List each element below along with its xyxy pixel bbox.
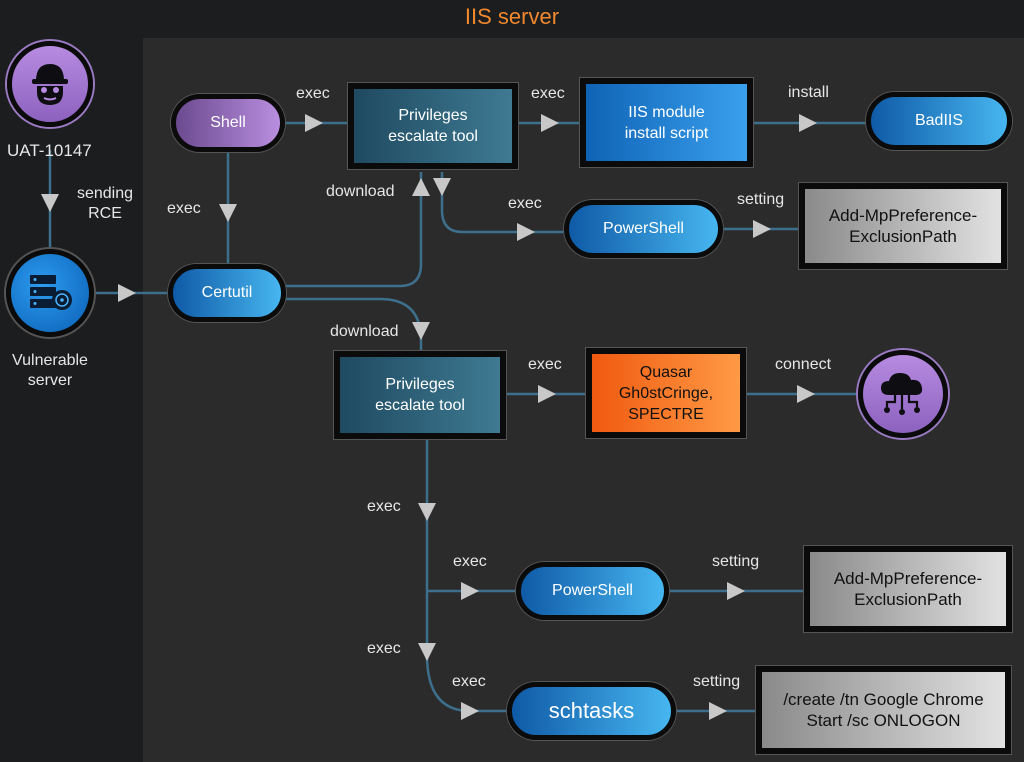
arrow-head <box>418 503 436 521</box>
arrow-head <box>541 114 559 132</box>
arrow-head <box>219 204 237 222</box>
arrow-head <box>433 178 451 196</box>
arrow-head <box>41 194 59 212</box>
powershell-node: PowerShell <box>516 562 669 620</box>
arrow-head <box>118 284 136 302</box>
edge-label-exec: exec <box>452 673 486 690</box>
arrow-head <box>418 643 436 661</box>
arrow-head <box>412 322 430 340</box>
arrow-head <box>753 220 771 238</box>
arrow-head <box>799 114 817 132</box>
edge-label-exec: exec <box>528 356 562 373</box>
edge-label-exec: exec <box>508 195 542 212</box>
attacker-icon <box>7 41 93 127</box>
exclusion-path-setting-node: Add-MpPreference-ExclusionPath <box>799 183 1007 269</box>
shell-node: Shell <box>171 94 285 152</box>
edge-label-install: install <box>788 84 829 101</box>
edge-label-connect: connect <box>775 356 832 373</box>
edge-label-setting: setting <box>712 553 760 570</box>
edge-label-download: download <box>330 323 399 340</box>
edge-label-setting: setting <box>693 673 741 690</box>
arrow-head <box>517 223 535 241</box>
badiis-node: BadIIS <box>866 92 1012 150</box>
vulnerable-server-icon <box>6 249 94 337</box>
edge-label-exec: exec <box>367 640 401 657</box>
arrow-head <box>461 582 479 600</box>
diagram-title: IIS server <box>464 4 560 29</box>
edge-label-exec: exec <box>531 85 565 102</box>
certutil-node: Certutil <box>168 264 286 322</box>
arrow-head <box>727 582 745 600</box>
edge-label-download: download <box>326 183 395 200</box>
edge-label-exec: exec <box>296 85 330 102</box>
arrow-head <box>797 385 815 403</box>
arrow-head <box>412 178 430 196</box>
exclusion-path-setting-node: Add-MpPreference-ExclusionPath <box>804 546 1012 632</box>
powershell-node: PowerShell <box>564 200 723 258</box>
attacker-label: UAT-10147 <box>7 141 92 160</box>
arrow-head <box>538 385 556 403</box>
edge-label-exec: exec <box>167 200 201 217</box>
cloud-c2-icon <box>858 350 948 438</box>
edge-label-setting: setting <box>737 191 785 208</box>
schtasks-node: schtasks <box>507 682 676 740</box>
edge-label-exec: exec <box>367 498 401 515</box>
edge-label-exec: exec <box>453 553 487 570</box>
arrow-head <box>461 702 479 720</box>
arrow-head <box>709 702 727 720</box>
arrow-head <box>305 114 323 132</box>
